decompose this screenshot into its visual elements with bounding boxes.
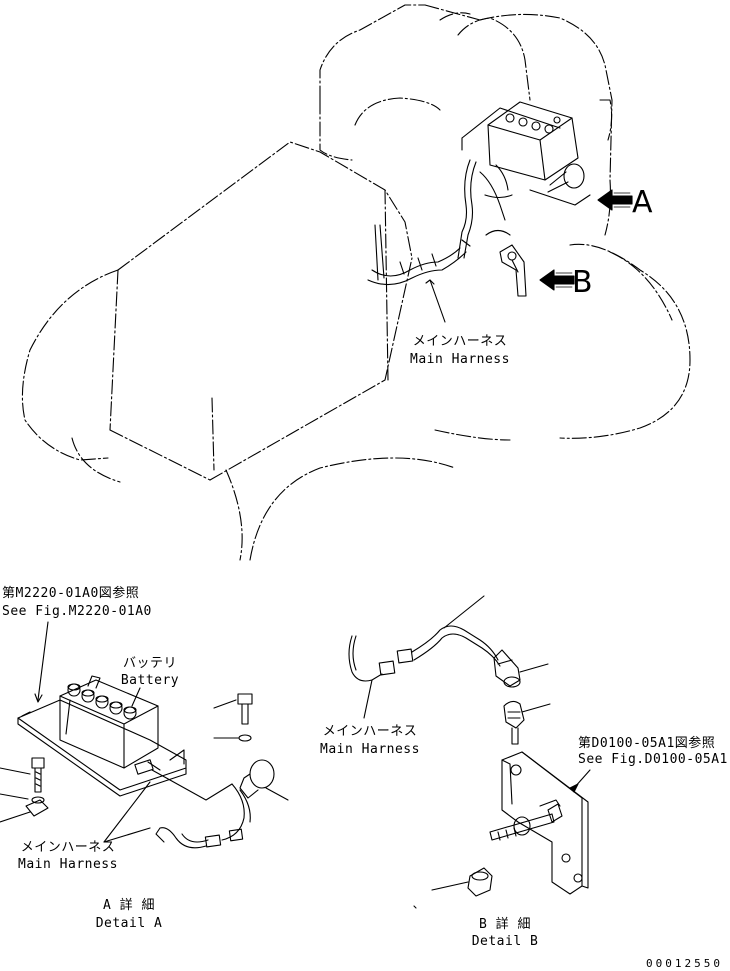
detail-a-caption-en: Detail A [95,916,163,931]
main-harness-label-jp-a: メインハーネス [20,840,116,855]
detail-a-caption-jp: A 詳 細 [103,898,155,913]
rubber-boot [493,649,549,688]
bracket-b [501,751,589,895]
detail-b-drawing [348,595,591,909]
cable-a [151,769,251,849]
battery-module [461,101,591,206]
battery-label-en: Battery [120,673,180,688]
main-harness-label-en-a: Main Harness [18,857,118,872]
main-harness-label-en-b: Main Harness [320,742,420,757]
main-harness-label-en-top: Main Harness [410,352,510,367]
nut-b [431,867,493,897]
main-harness-leader-top [429,279,446,323]
arrow-a-label: A [632,185,653,220]
harness-b [348,595,501,719]
hood-outline [21,141,691,561]
bolt-left [0,757,49,823]
detail-b-caption-en: Detail B [471,934,539,949]
bolt-b [489,803,563,841]
battery-leader [131,687,141,707]
arrow-a [597,189,633,211]
main-harness-leader-a2 [103,827,151,843]
fig-ref-b-jp: 第D0100-05A1図参照 [578,736,716,751]
machine-overview [21,4,691,561]
fig-ref-a-en: See Fig.M2220-01A0 [2,604,152,619]
switch-bracket [499,244,527,297]
arrow-b [539,269,575,291]
detail-b-caption-jp: B 詳 細 [479,917,531,932]
battery-label-jp: バッテリ [122,656,177,671]
bolt-right [213,693,253,742]
fig-ref-leader-b [573,769,591,789]
rear-body-outline [319,4,613,236]
drawing-number: 00012550 [646,957,723,970]
main-harness-leader-a [103,781,151,843]
fig-ref-leader-a [37,621,49,701]
main-harness-leader-tip [425,279,435,285]
fig-ref-a-jp: 第M2220-01A0図参照 [2,586,140,601]
harness-top [367,159,513,286]
battery-base-plate [17,699,187,791]
battery-box [59,675,159,769]
arrow-b-label: B [572,265,593,300]
switch-b [503,700,551,745]
main-harness-label-jp-b: メインハーネス [322,724,418,739]
fig-ref-b-en: See Fig.D0100-05A1 [578,752,728,767]
detail-a-drawing [0,621,289,849]
relay-a [239,759,289,801]
main-harness-label-jp-top: メインハーネス [412,334,508,349]
